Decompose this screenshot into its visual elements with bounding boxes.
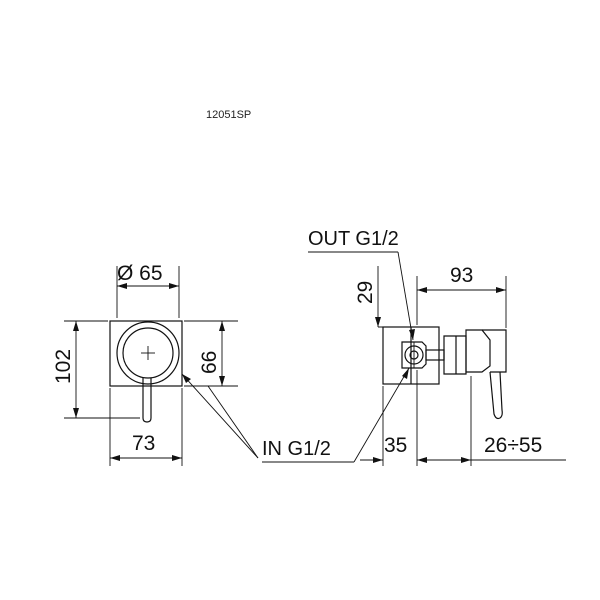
front-view: Ø 65 102 66 73	[52, 262, 259, 466]
front-plate	[109, 320, 183, 387]
depth-dimension: 93	[450, 264, 473, 287]
handle-head	[465, 329, 491, 373]
side-lever	[489, 371, 503, 420]
escutcheon-inner-circle	[122, 327, 174, 379]
top-offset-dimension: 29	[354, 281, 377, 304]
inner-height-dimension: 66	[198, 351, 221, 374]
diameter-dimension: Ø 65	[117, 262, 163, 285]
side-view: OUT G1/2 29 93 IN G1/2 35 26÷	[262, 228, 566, 466]
escutcheon-circle	[116, 321, 180, 385]
width-dimension: 73	[132, 432, 155, 455]
wall-range-dimension: 26÷55	[484, 434, 542, 457]
outlet-label: OUT G1/2	[308, 228, 399, 250]
product-code: 12051SP	[206, 109, 252, 121]
front-lever	[142, 378, 152, 423]
height-dimension: 102	[52, 349, 75, 384]
inlet-label: IN G1/2	[262, 438, 331, 460]
cover-cap	[443, 335, 467, 375]
outlet-fitting	[401, 341, 427, 369]
body-depth-dimension: 35	[384, 434, 407, 457]
